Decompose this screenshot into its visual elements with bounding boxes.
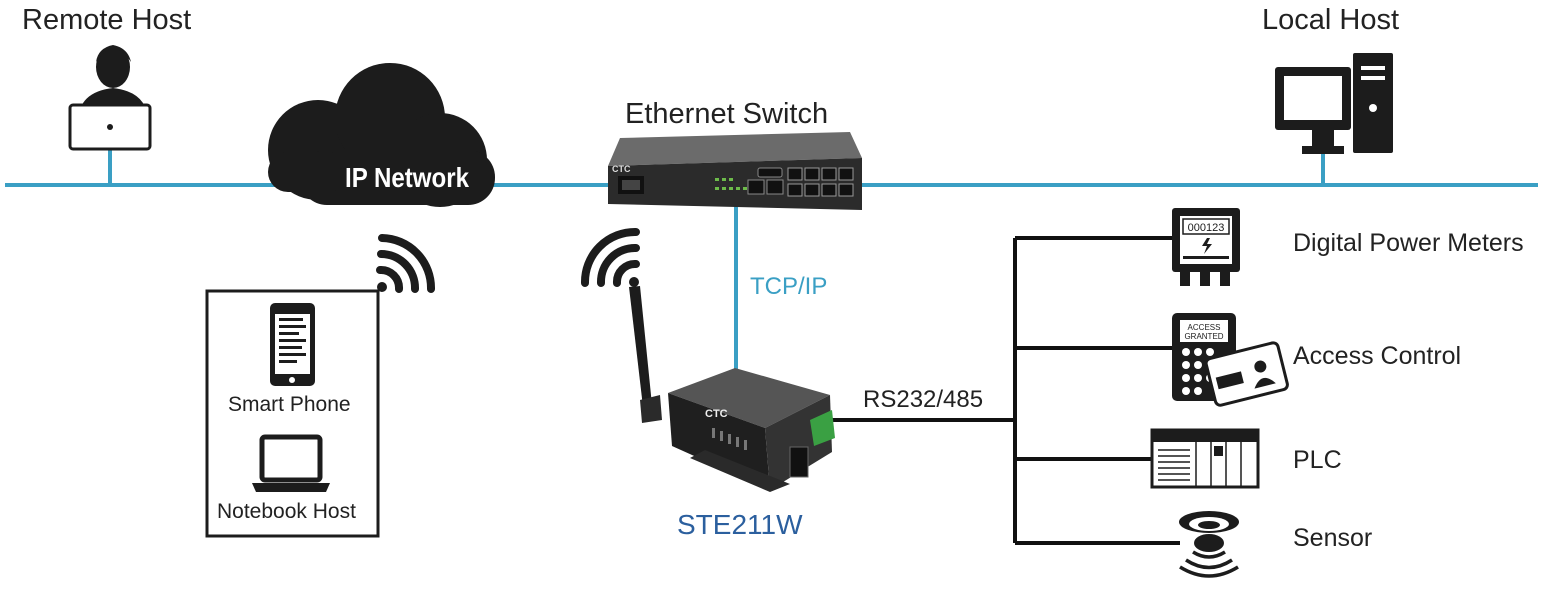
tcpip-label: TCP/IP — [750, 273, 828, 300]
plc-icon — [1150, 428, 1260, 489]
wifi-icon — [376, 234, 436, 293]
meter-display-text: 000123 — [1188, 222, 1225, 234]
notebook-host-label: Notebook Host — [217, 500, 356, 523]
device-model-label: STE211W — [677, 509, 803, 540]
local-host-label: Local Host — [1262, 4, 1400, 36]
device-brand-text: CTC — [705, 408, 728, 420]
access-control-label: Access Control — [1293, 342, 1462, 370]
serial-device-server-icon: CTC — [629, 286, 835, 492]
ip-network-label: IP Network — [345, 162, 470, 193]
power-meter-icon: 000123 — [1172, 208, 1240, 286]
notebook-icon — [252, 434, 330, 492]
sensor-label: Sensor — [1293, 524, 1373, 552]
sensor-icon — [1179, 511, 1239, 578]
person-laptop-icon — [68, 45, 152, 151]
smart-phone-label: Smart Phone — [228, 393, 351, 416]
wifi-icon — [580, 227, 640, 287]
cloud-icon — [268, 63, 495, 207]
plc-label: PLC — [1293, 446, 1342, 474]
digital-power-meters-label: Digital Power Meters — [1293, 229, 1524, 257]
switch-brand-text: CTC — [612, 164, 631, 174]
ethernet-switch-icon: CTC — [608, 132, 862, 210]
access-control-icon: ACCESS GRANTED — [1172, 313, 1289, 407]
rs232-485-label: RS232/485 — [863, 386, 984, 413]
access-granted-line1: ACCESS — [1188, 323, 1221, 332]
smartphone-icon — [270, 303, 315, 386]
access-granted-line2: GRANTED — [1184, 332, 1223, 341]
ethernet-switch-label: Ethernet Switch — [625, 98, 829, 130]
desktop-computer-icon — [1275, 53, 1393, 154]
remote-host-label: Remote Host — [22, 4, 192, 36]
serial-bus — [820, 236, 1180, 545]
